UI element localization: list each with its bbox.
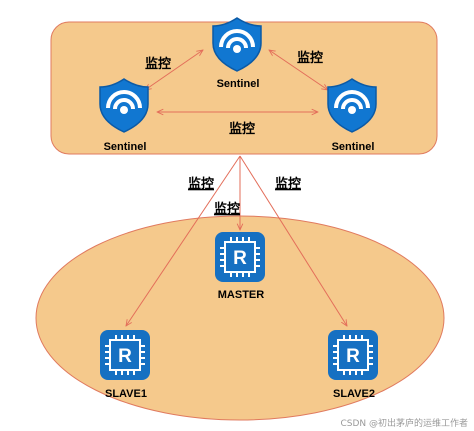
sentinel-left-label: Sentinel bbox=[104, 141, 147, 153]
slave1-label: SLAVE1 bbox=[105, 388, 147, 400]
chip-letter: R bbox=[346, 346, 360, 367]
slave2-label: SLAVE2 bbox=[333, 388, 375, 400]
sentinel-top-label: Sentinel bbox=[217, 78, 260, 90]
master-label: MASTER bbox=[218, 289, 265, 301]
edge-label-top-right: 监控 bbox=[297, 50, 323, 65]
edge-top-left bbox=[145, 50, 203, 90]
edge-label-down-center: 监控 bbox=[214, 201, 240, 216]
sentinel-top: Sentinel bbox=[211, 16, 263, 90]
edge-to-slave2 bbox=[239, 155, 347, 326]
redis-master: R MASTER bbox=[214, 231, 266, 301]
edge-top-right bbox=[269, 50, 328, 90]
chip-letter: R bbox=[233, 248, 247, 269]
watermark: CSDN @初出茅庐的运维工作者 bbox=[340, 417, 468, 429]
redis-slave1: R SLAVE1 bbox=[99, 329, 151, 400]
chip-letter: R bbox=[118, 346, 132, 367]
sentinel-right: Sentinel bbox=[326, 77, 378, 153]
edge-to-slave1 bbox=[126, 155, 241, 326]
sentinel-right-label: Sentinel bbox=[332, 141, 375, 153]
edge-label-down-right: 监控 bbox=[275, 176, 301, 191]
redis-slave2: R SLAVE2 bbox=[327, 329, 379, 400]
edge-label-middle: 监控 bbox=[229, 121, 255, 136]
sentinel-left: Sentinel bbox=[98, 77, 150, 153]
edge-label-top-left: 监控 bbox=[145, 56, 171, 71]
edge-label-down-left: 监控 bbox=[188, 176, 214, 191]
